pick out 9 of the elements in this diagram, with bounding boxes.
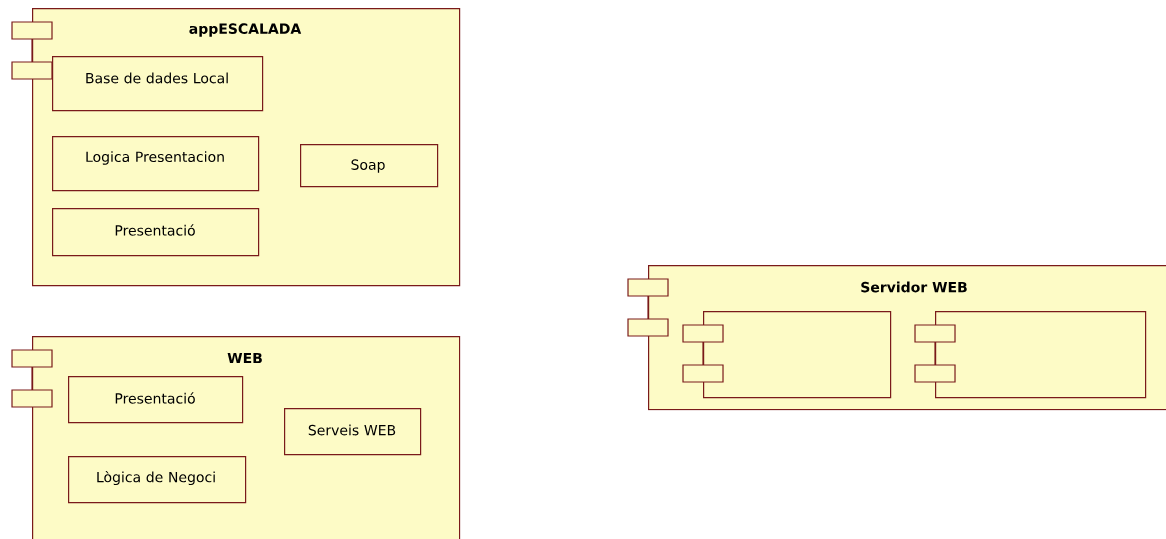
- component-box: [914, 311, 1147, 399]
- box: Logica Presentacion: [52, 136, 260, 192]
- box: Serveis WEB: [284, 408, 422, 456]
- box: Lògica de Negoci: [68, 456, 247, 504]
- box: Presentació: [52, 208, 260, 257]
- box: Presentació: [68, 376, 244, 424]
- box: Soap: [300, 144, 439, 188]
- component-box: [682, 311, 892, 399]
- box: Base de dades Local: [52, 56, 264, 112]
